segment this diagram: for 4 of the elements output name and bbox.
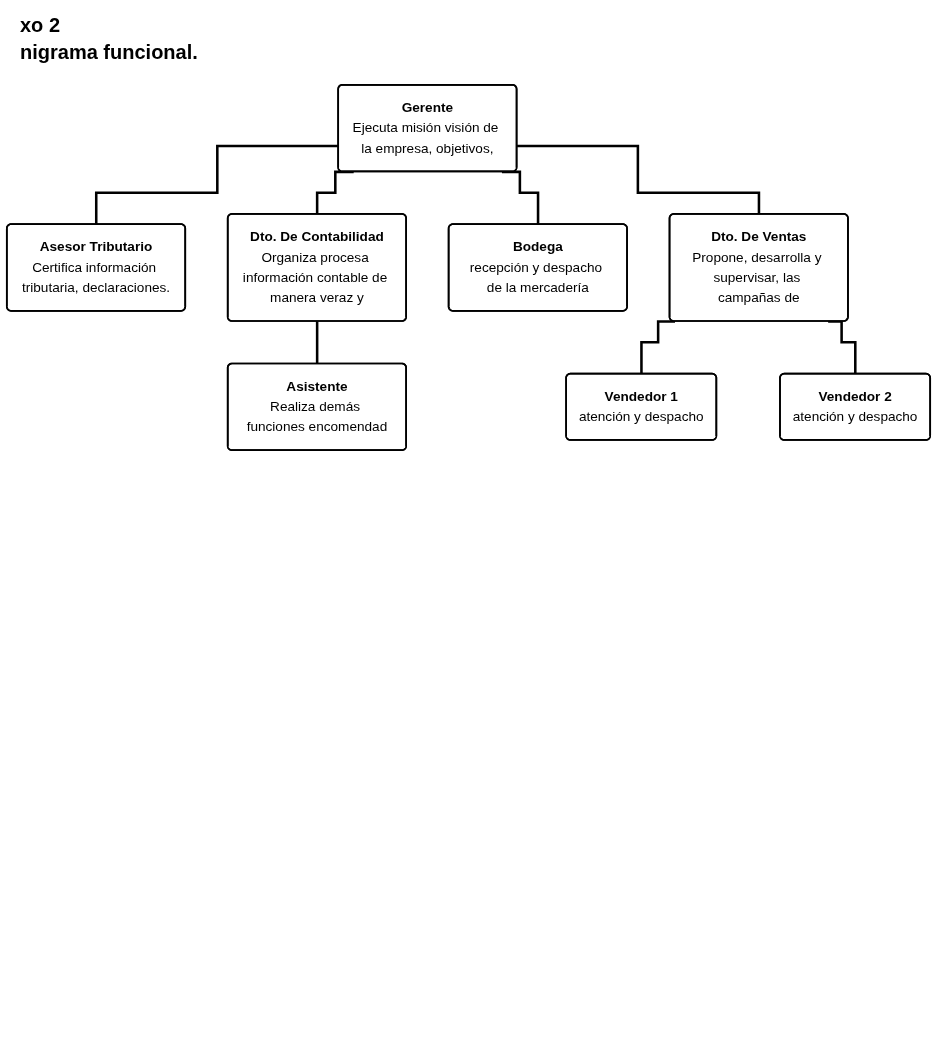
subtitle: nigrama funcional.	[20, 41, 199, 64]
connector	[94, 144, 339, 226]
title: xo 2	[20, 14, 62, 37]
connector	[501, 170, 540, 226]
